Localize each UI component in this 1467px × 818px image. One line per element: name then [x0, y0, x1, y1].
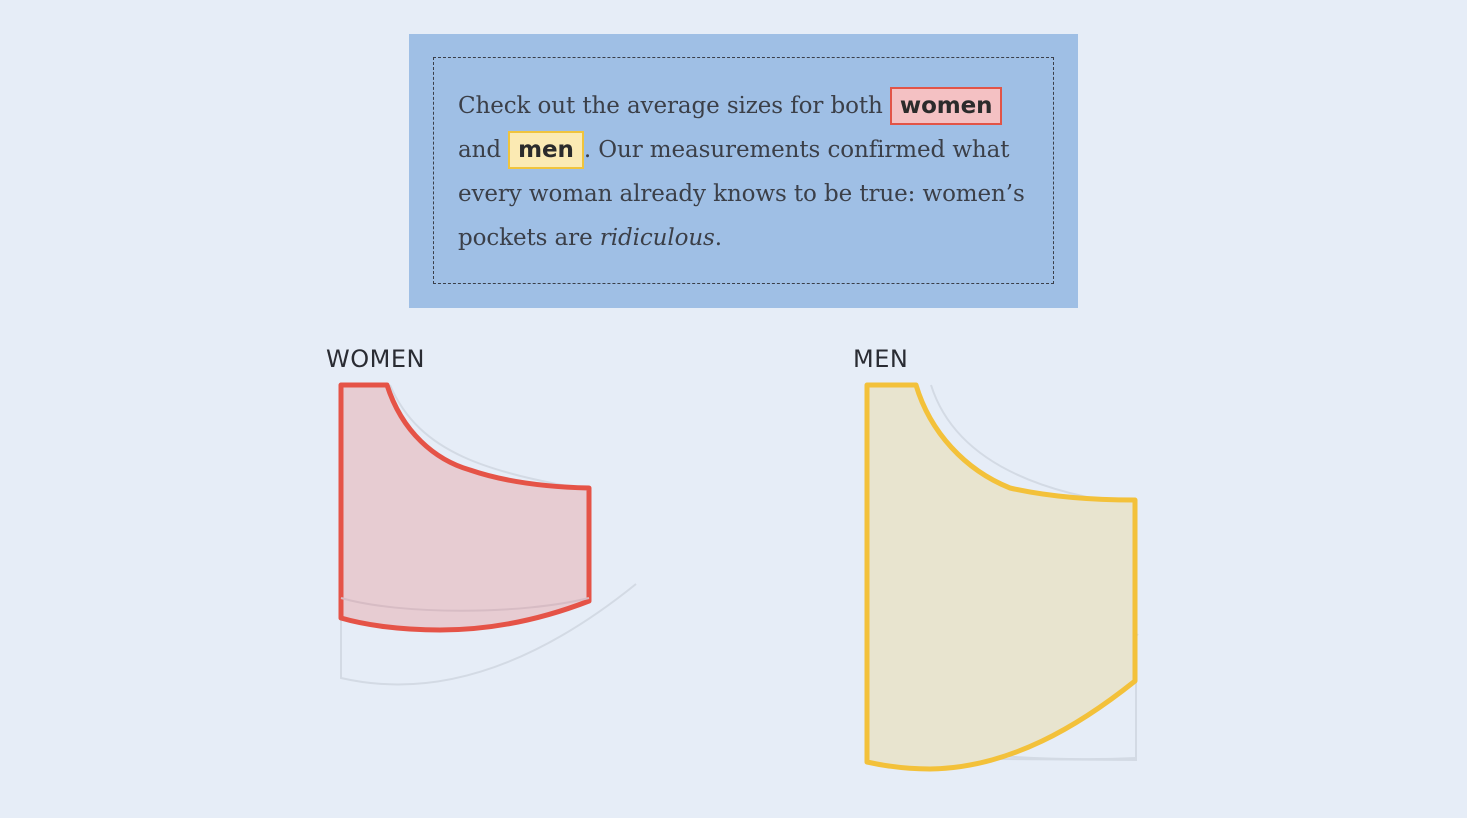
men-panel-label: MEN [853, 345, 909, 373]
women-toggle-button[interactable]: women [889, 87, 1003, 125]
men-pocket-shape [864, 382, 1138, 772]
women-pocket-shape [338, 382, 592, 633]
women-ghost-outline [340, 384, 637, 686]
intro-text-end: . [714, 225, 722, 251]
intro-text-mid: and [458, 137, 509, 163]
intro-card: Check out the average sizes for both wom… [409, 34, 1078, 308]
intro-text: Check out the average sizes for both wom… [433, 57, 1054, 284]
men-toggle-button[interactable]: men [508, 131, 584, 169]
intro-text-before: Check out the average sizes for both [458, 93, 890, 119]
women-panel-label: WOMEN [326, 345, 425, 373]
women-pocket-inner-line [340, 597, 590, 612]
intro-text-after: . Our measurements confirmed what every … [458, 137, 1025, 251]
intro-emphasis: ridiculous [599, 225, 715, 251]
